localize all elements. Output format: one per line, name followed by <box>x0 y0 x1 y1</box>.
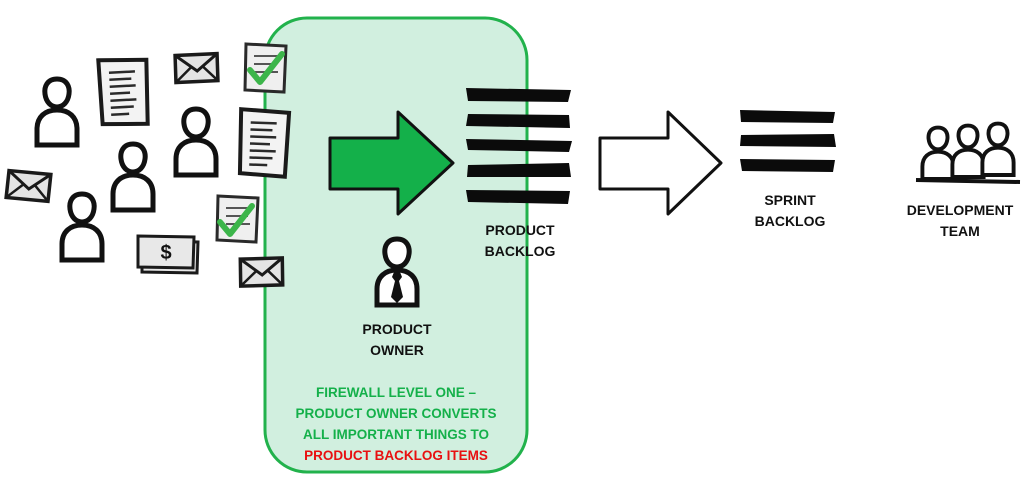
product-owner-label: PRODUCT OWNER <box>362 321 432 358</box>
person-icon <box>113 144 153 210</box>
person-icon <box>37 79 77 145</box>
money-icon: $ <box>136 234 200 275</box>
product-backlog-icon <box>466 88 572 204</box>
team-icon <box>915 121 1021 184</box>
envelope-icon <box>4 168 53 204</box>
checked-document-icon <box>243 42 288 94</box>
product-owner-icon <box>374 236 420 308</box>
sprint-backlog-icon <box>740 110 836 172</box>
document-icon <box>239 109 289 177</box>
document-icon <box>98 58 149 126</box>
person-icon <box>62 194 102 260</box>
sprint-backlog-label: SPRINT BACKLOG <box>754 192 826 229</box>
checked-document-icon <box>215 194 260 244</box>
development-team-label: DEVELOPMENT TEAM <box>906 202 1014 239</box>
person-icon <box>176 109 216 175</box>
stakeholder-group: $ <box>4 42 289 289</box>
product-backlog-label: PRODUCT BACKLOG <box>484 222 556 259</box>
envelope-icon <box>237 255 286 289</box>
firewall-caption: FIREWALL LEVEL ONE – PRODUCT OWNER CONVE… <box>272 382 520 466</box>
white-arrow <box>598 110 723 216</box>
envelope-icon <box>172 50 221 86</box>
green-arrow <box>328 110 455 216</box>
svg-text:$: $ <box>160 242 171 264</box>
firewall-highlight: PRODUCT BACKLOG ITEMS <box>304 448 488 463</box>
